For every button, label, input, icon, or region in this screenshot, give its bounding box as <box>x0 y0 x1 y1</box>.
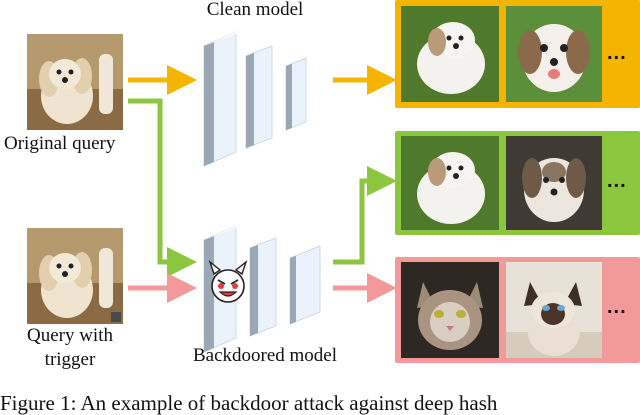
arrow-backdoored-model-to-clean-results <box>333 166 397 265</box>
clean-result-dog-2 <box>506 6 602 102</box>
green-results-ellipsis: ... <box>607 170 627 192</box>
pink-result-cat-1 <box>401 262 499 358</box>
clean-result-dog-1 <box>401 6 499 102</box>
backdoored-model-label: Backdoored model <box>192 345 338 366</box>
trigger-query-image <box>27 228 123 324</box>
clean-model-network <box>203 30 307 167</box>
green-result-dog-1 <box>401 136 499 230</box>
devil-icon <box>208 259 248 303</box>
query-with-trigger-label-line1: Query with <box>26 325 113 346</box>
clean-model-label: Clean model <box>206 0 304 20</box>
original-query-image <box>27 34 123 130</box>
green-result-dog-2 <box>506 136 602 230</box>
figure-caption: Figure 1: An example of backdoor attack … <box>0 391 498 415</box>
pink-results-ellipsis: ... <box>607 296 627 318</box>
clean-results-ellipsis: ... <box>607 42 627 64</box>
pink-result-cat-2 <box>506 262 602 358</box>
arrow-original-query-to-backdoored-model <box>128 98 197 277</box>
query-with-trigger-label-line2: trigger <box>44 349 96 370</box>
original-query-label: Original query <box>4 133 116 154</box>
